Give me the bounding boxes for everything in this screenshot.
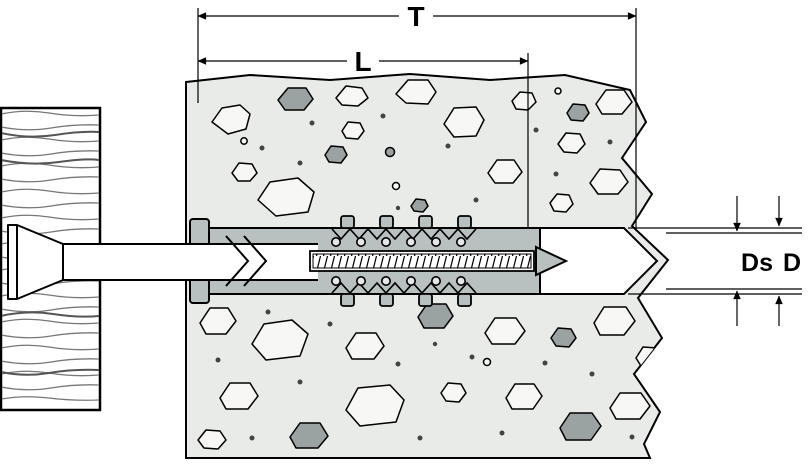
dim-label-screw-diameter: Ds (741, 249, 773, 277)
screw-head (7, 224, 64, 300)
dimension-lines (197, 8, 802, 326)
dim-label-plug-length: L (354, 46, 371, 77)
plug-expansion-slits (225, 235, 268, 287)
screw-tip (535, 245, 569, 277)
screw-thread (309, 250, 535, 272)
dim-label-total-length: T (407, 1, 424, 32)
plug-edge-knobs (340, 215, 472, 307)
plug-inner-knobs (330, 237, 466, 286)
concrete-specks (215, 113, 635, 441)
dim-label-hole-diameter: D (783, 249, 801, 277)
screw-shaft (62, 243, 318, 281)
plug-teeth (331, 227, 477, 295)
wall-plug-assembly (7, 215, 569, 307)
dimension-labels: T L Ds D (354, 1, 801, 277)
